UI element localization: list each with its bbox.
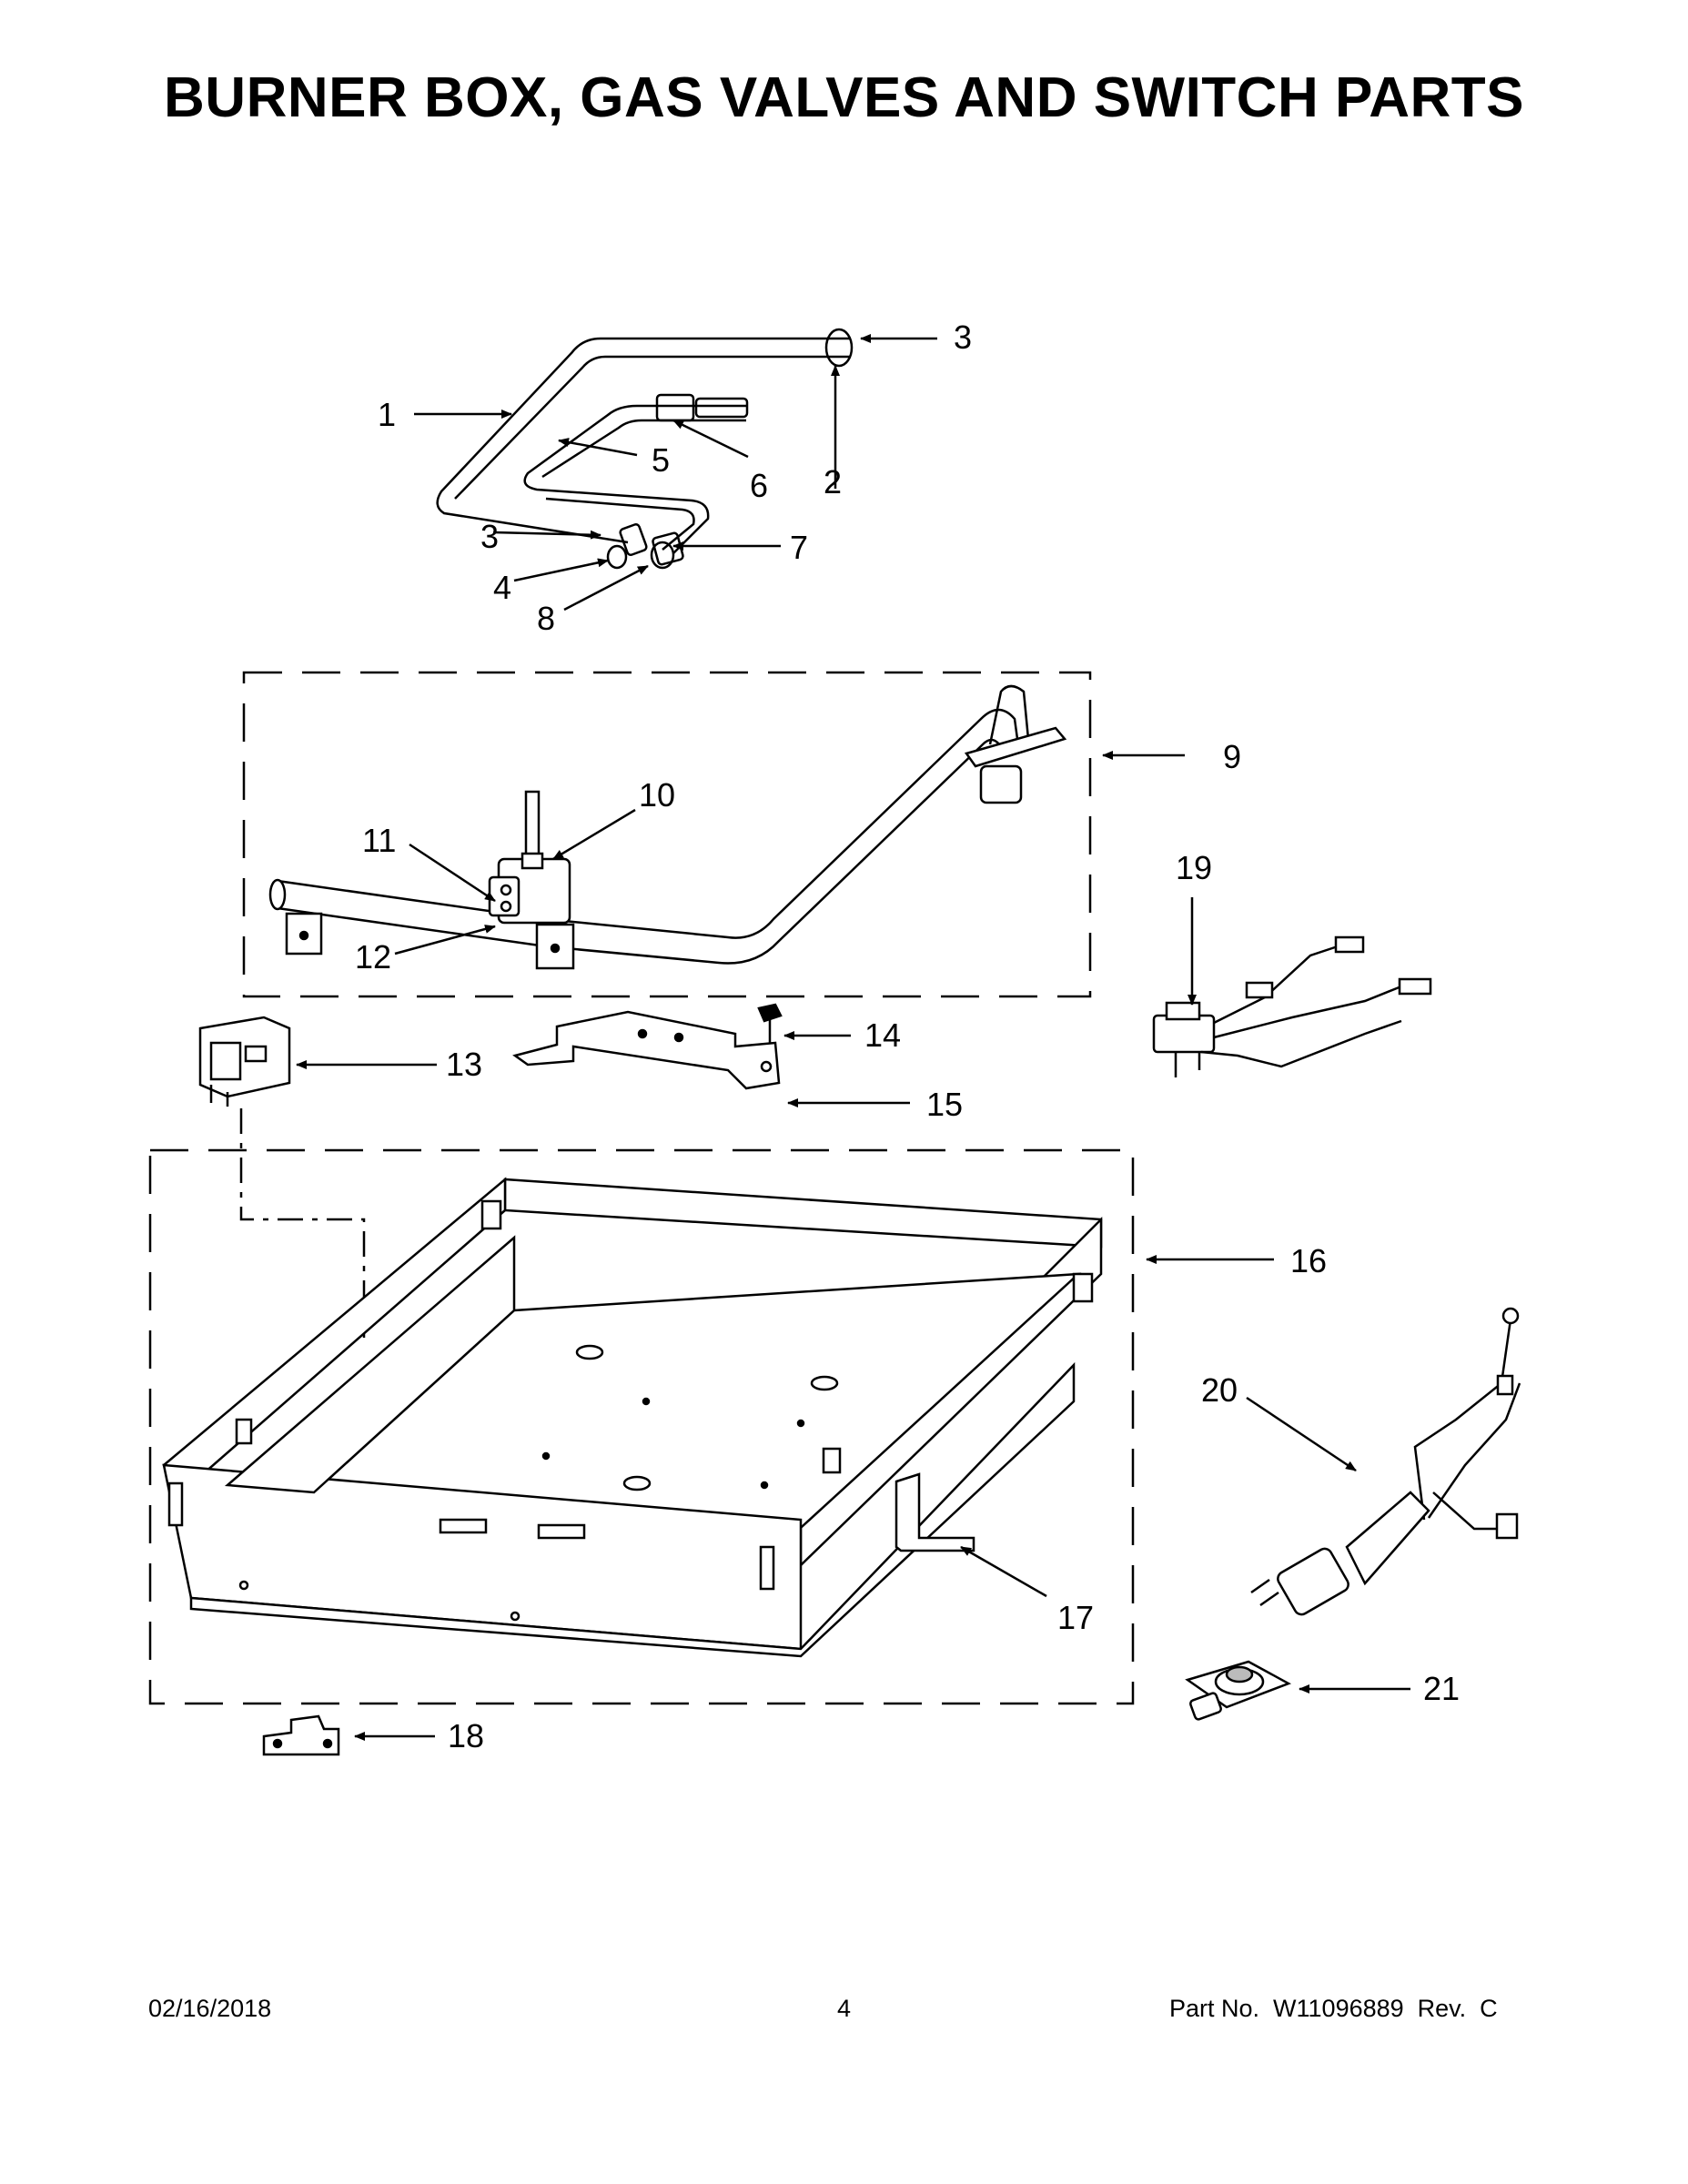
callout-11: 11 xyxy=(362,822,396,859)
footer-part-number: Part No. W11096889 Rev. C xyxy=(1169,1995,1498,2022)
callout-18: 18 xyxy=(448,1717,484,1754)
callout-labels: 1 2 3 3 4 5 6 7 8 9 10 11 12 13 14 15 16… xyxy=(355,318,1460,1754)
callout-14: 14 xyxy=(864,1016,901,1054)
callout-7: 7 xyxy=(790,529,808,566)
footer-date: 02/16/2018 xyxy=(148,1995,272,2022)
ignition-module xyxy=(198,1016,291,1107)
callout-21: 21 xyxy=(1423,1670,1460,1707)
callout-2: 2 xyxy=(824,463,842,500)
callout-16: 16 xyxy=(1290,1242,1327,1279)
callout-9: 9 xyxy=(1223,738,1241,775)
callout-10: 10 xyxy=(639,776,675,814)
callout-19: 19 xyxy=(1176,849,1212,886)
screw-and-bracket xyxy=(512,1003,783,1090)
callout-4: 4 xyxy=(493,569,511,606)
small-bracket xyxy=(262,1714,340,1756)
burner-box xyxy=(148,1108,1135,1705)
callout-13: 13 xyxy=(446,1046,482,1083)
callout-1: 1 xyxy=(378,396,396,433)
callout-12: 12 xyxy=(355,938,391,976)
power-cord xyxy=(1250,1307,1521,1616)
page-title: BURNER BOX, GAS VALVES AND SWITCH PARTS xyxy=(164,66,1524,129)
callout-6: 6 xyxy=(750,467,768,504)
gas-tubing-assembly xyxy=(436,328,854,570)
footer-page-number: 4 xyxy=(837,1995,852,2022)
callout-17: 17 xyxy=(1057,1599,1094,1636)
callout-8: 8 xyxy=(537,600,555,637)
manifold-assembly xyxy=(242,671,1092,998)
switch-button xyxy=(1185,1660,1291,1721)
callout-15: 15 xyxy=(926,1086,963,1123)
callout-3-top: 3 xyxy=(954,318,972,356)
switch-harness xyxy=(1152,935,1432,1077)
callout-5: 5 xyxy=(652,441,670,479)
leader-arrows xyxy=(296,334,1410,1741)
callout-3-lower: 3 xyxy=(480,518,499,555)
callout-20: 20 xyxy=(1201,1371,1238,1409)
